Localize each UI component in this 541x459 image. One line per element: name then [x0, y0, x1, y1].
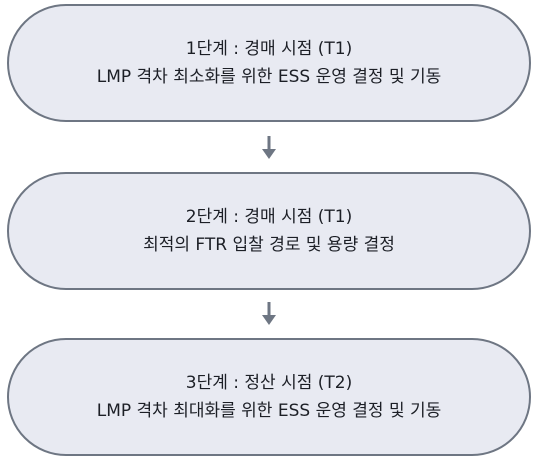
stage-2-box: 2단계 : 경매 시점 (T1) 최적의 FTR 입찰 경로 및 용량 결정	[7, 172, 531, 290]
arrow-down-icon	[262, 302, 276, 326]
stage-2-description: 최적의 FTR 입찰 경로 및 용량 결정	[143, 235, 395, 255]
stage-3-box: 3단계 : 정산 시점 (T2) LMP 격차 최대화를 위한 ESS 운영 결…	[7, 338, 531, 456]
stage-1-description: LMP 격차 최소화를 위한 ESS 운영 결정 및 기동	[96, 67, 442, 87]
arrow-down-icon	[262, 136, 276, 160]
stage-1-title: 1단계 : 경매 시점 (T1)	[185, 39, 353, 59]
stage-3-description: LMP 격차 최대화를 위한 ESS 운영 결정 및 기동	[96, 401, 442, 421]
stage-3-title: 3단계 : 정산 시점 (T2)	[185, 373, 353, 393]
stage-2-title: 2단계 : 경매 시점 (T1)	[185, 207, 353, 227]
stage-1-box: 1단계 : 경매 시점 (T1) LMP 격차 최소화를 위한 ESS 운영 결…	[7, 4, 531, 122]
